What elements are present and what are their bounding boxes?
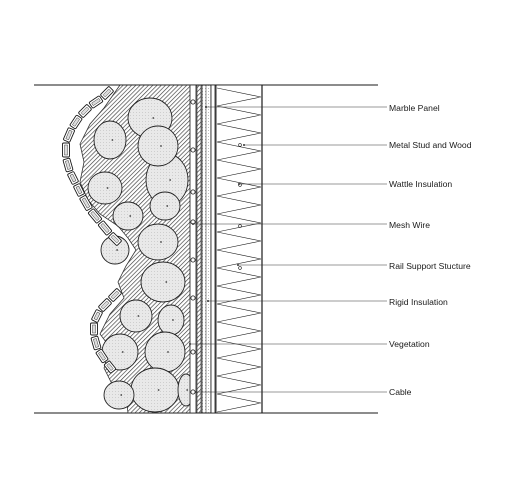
label-rigid-insulation: Rigid Insulation xyxy=(389,297,448,307)
marble-panel-link xyxy=(62,142,70,158)
marble-panel-link xyxy=(88,95,104,109)
marble-panel-link xyxy=(98,298,112,312)
marble-panel-link xyxy=(91,309,103,323)
label-mesh-wire: Mesh Wire xyxy=(389,220,431,230)
leader-lines xyxy=(189,106,387,393)
cable-clip xyxy=(190,99,196,105)
marble-panel-link xyxy=(69,114,83,130)
marble-panel-link xyxy=(79,195,93,211)
marble-panel-link xyxy=(108,232,122,246)
label-vegetation: Vegetation xyxy=(389,339,430,349)
cable-clips xyxy=(190,99,196,395)
cable-clip xyxy=(190,295,196,301)
marble-panel-link xyxy=(87,208,103,224)
marble-panel-link xyxy=(63,127,75,143)
rail-support-layer xyxy=(196,85,202,413)
cable-clip xyxy=(190,257,196,263)
marble-panel-link xyxy=(95,348,109,364)
marble-panel-link xyxy=(108,288,122,302)
label-metal-stud-and-wood: Metal Stud and Wood xyxy=(389,140,472,150)
label-marble-panel: Marble Panel xyxy=(389,103,440,113)
label-cable: Cable xyxy=(389,387,412,397)
marble-panel-link xyxy=(103,360,117,374)
stone-fill-group xyxy=(87,97,195,413)
cable-clip xyxy=(190,189,196,195)
marble-panel-link xyxy=(73,183,85,197)
cable-clip xyxy=(190,147,196,153)
marble-panel-link xyxy=(100,86,114,100)
marble-panel-link xyxy=(90,335,102,351)
marble-panel-chain xyxy=(62,86,122,374)
cable-clip xyxy=(190,349,196,355)
stud-layer xyxy=(210,85,216,413)
marble-panel-link xyxy=(90,322,98,336)
insulation-zigzag xyxy=(216,87,262,413)
wattle-insulation-layer xyxy=(215,85,263,413)
rigid-insulation-layer xyxy=(201,85,212,413)
marble-panel-link xyxy=(97,220,113,236)
marble-panel-link xyxy=(67,171,79,185)
label-wattle-insulation: Wattle Insulation xyxy=(389,179,453,189)
mesh-wire-layer xyxy=(189,85,197,413)
cable-clip xyxy=(190,389,196,395)
marble-panel-link xyxy=(78,104,92,118)
marble-panel-link xyxy=(62,157,74,173)
label-rail-support-structure: Rail Support Stucture xyxy=(389,261,471,271)
